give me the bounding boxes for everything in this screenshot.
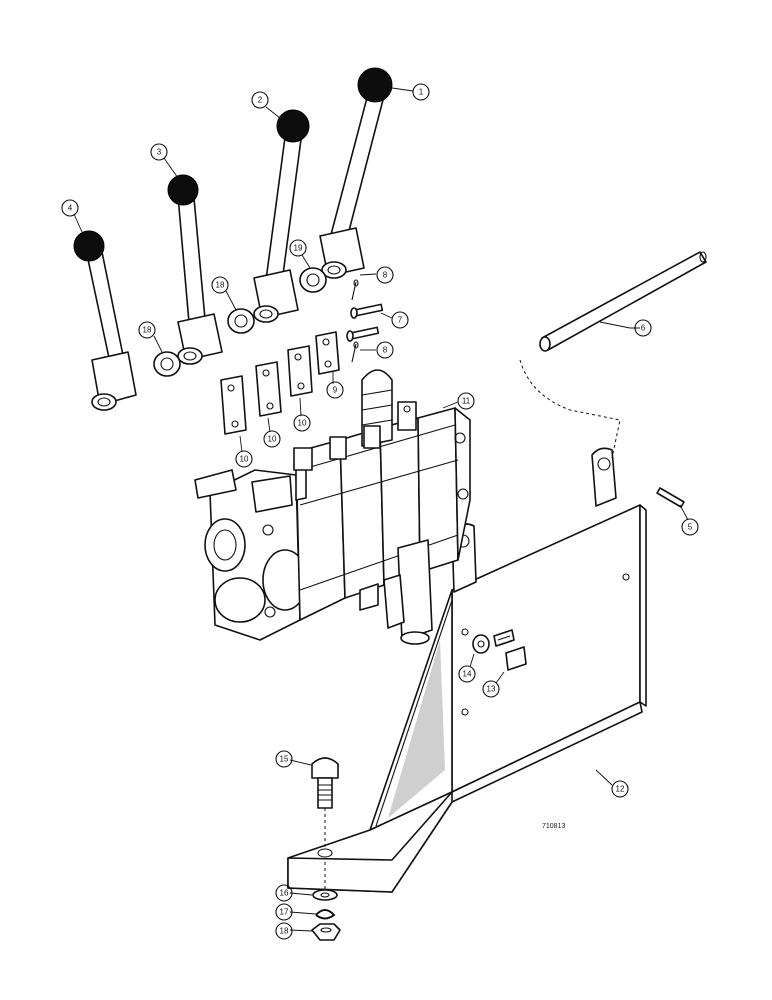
- callout-12: 12: [611, 780, 629, 798]
- callout-10-c: 10: [293, 414, 311, 432]
- callout-3: 3: [150, 143, 168, 161]
- callout-16-label: 16: [280, 889, 289, 898]
- control-valve: [194, 369, 471, 645]
- callout-18-a: 18: [275, 922, 293, 940]
- callout-13: 13: [482, 680, 500, 698]
- lock-washer-17: [315, 909, 336, 920]
- callout-10-a: 10: [235, 450, 253, 468]
- washer-16: [312, 889, 338, 901]
- assembly-line-shaft: [519, 359, 621, 459]
- knob-4: [73, 230, 105, 262]
- callout-5: 5: [681, 518, 699, 536]
- link-9: [315, 331, 340, 375]
- callout-6: 6: [634, 319, 652, 337]
- callout-2: 2: [251, 91, 269, 109]
- knob-3: [167, 174, 199, 206]
- callout-10-c-label: 10: [298, 419, 307, 428]
- callout-10-b: 10: [263, 430, 281, 448]
- knob-1: [357, 67, 393, 103]
- callout-10-a-label: 10: [240, 455, 249, 464]
- link-10-a: [220, 375, 247, 435]
- lever-1: [319, 67, 393, 279]
- spacer-18-b: [227, 308, 255, 334]
- callout-1-label: 1: [419, 88, 424, 97]
- callout-15-label: 15: [280, 755, 289, 764]
- callout-15: 15: [275, 750, 293, 768]
- callout-7-label: 7: [398, 316, 403, 325]
- callout-12-label: 12: [616, 785, 625, 794]
- cotter-pin-8-a: [351, 279, 359, 301]
- spacer-19: [299, 267, 327, 293]
- figure-reference-number: 710813: [542, 823, 565, 830]
- callout-18-b-label: 18: [143, 326, 152, 335]
- callout-9: 9: [326, 381, 344, 399]
- knob-2: [276, 109, 310, 143]
- mounting-bracket: [287, 447, 647, 893]
- link-10-c: [287, 345, 313, 397]
- callout-8-a-label: 8: [383, 271, 388, 280]
- callout-8-b: 8: [376, 341, 394, 359]
- callout-19: 19: [289, 239, 307, 257]
- washer-14: [472, 634, 490, 654]
- callout-18-a-label: 18: [280, 927, 289, 936]
- clevis-pin-7-a: [350, 303, 384, 319]
- callout-6-label: 6: [641, 324, 646, 333]
- callout-18-c-label: 18: [216, 281, 225, 290]
- lever-3: [167, 174, 223, 365]
- carriage-bolt-15: [311, 757, 339, 809]
- lever-4: [73, 230, 137, 411]
- callout-3-label: 3: [157, 148, 162, 157]
- callout-19-label: 19: [294, 244, 303, 253]
- spacer-18-a: [153, 351, 181, 377]
- callout-1: 1: [412, 83, 430, 101]
- callout-4-label: 4: [68, 204, 73, 213]
- callout-10-b-label: 10: [268, 435, 277, 444]
- cotter-pin-8-b: [351, 341, 359, 363]
- callout-8-a: 8: [376, 266, 394, 284]
- callout-18-c: 18: [211, 276, 229, 294]
- callout-11-label: 11: [462, 397, 471, 406]
- clevis-pin-7-b: [346, 326, 380, 342]
- link-10-b: [255, 361, 282, 417]
- callout-11: 11: [457, 392, 475, 410]
- callout-16: 16: [275, 884, 293, 902]
- callout-8-b-label: 8: [383, 346, 388, 355]
- lever-2: [253, 109, 310, 323]
- bolt-13: [493, 629, 527, 671]
- callout-14: 14: [458, 665, 476, 683]
- roll-pin: [656, 487, 685, 508]
- callout-17-label: 17: [280, 908, 289, 917]
- callout-4: 4: [61, 199, 79, 217]
- callout-18-b: 18: [138, 321, 156, 339]
- callout-2-label: 2: [258, 96, 263, 105]
- callout-17: 17: [275, 903, 293, 921]
- shaft: [539, 251, 707, 352]
- callout-7: 7: [391, 311, 409, 329]
- callout-13-label: 13: [487, 685, 496, 694]
- nut-18: [311, 923, 341, 941]
- callout-5-label: 5: [688, 523, 693, 532]
- callout-9-label: 9: [333, 386, 338, 395]
- callout-14-label: 14: [463, 670, 472, 679]
